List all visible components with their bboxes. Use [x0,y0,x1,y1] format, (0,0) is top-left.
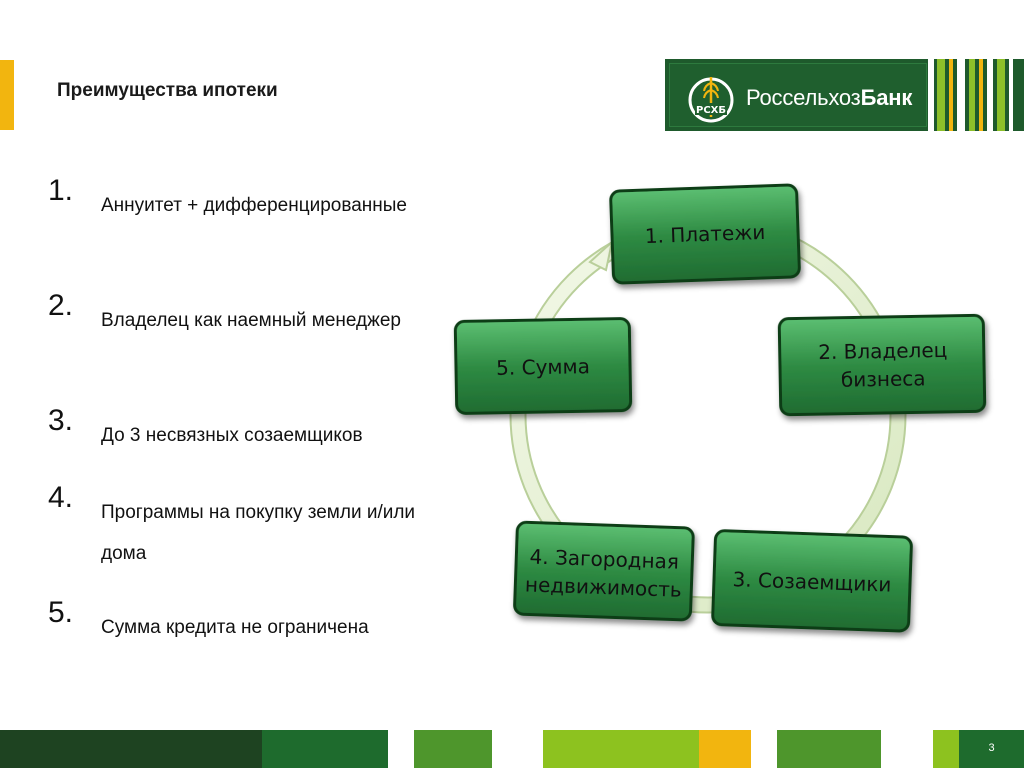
logo-stripe [969,59,975,131]
list-number: 2. [48,289,74,322]
list-text: Программы на покупку земли и/или дома [101,502,416,564]
footer-segment [543,730,699,768]
logo-panel: РСХБ РоссельхозБанк [669,63,927,127]
footer-segment [881,730,933,768]
list-text: Владелец как наемный менеджер [101,310,401,331]
logo-stripe [937,59,945,131]
slide-title: Преимущества ипотеки [57,80,278,101]
list-number: 5. [48,596,74,629]
footer-segment [777,730,881,768]
logo-stripe [979,59,983,131]
footer-segment [492,730,543,768]
wheat-emblem-icon: РСХБ [688,77,734,123]
logo-stripe [928,59,934,131]
footer-segment [414,730,492,768]
node-label: бизнеса [841,366,926,391]
cycle-arrowhead [588,239,614,272]
cycle-node-payments: 1. Платежи [609,183,801,285]
footer-segment [933,730,959,768]
list-text: До 3 несвязных созаемщиков [101,425,363,446]
bank-name-regular: Россельхоз [746,85,861,110]
footer-segment [699,730,751,768]
page-number: 3 [988,742,995,754]
cycle-node-business-owner: 2. Владелец бизнеса [777,313,987,417]
cycle-node-co-borrowers: 3. Созаемщики [711,529,913,633]
footer-segment [388,730,414,768]
bank-logo: РСХБ РоссельхозБанк [665,59,1024,131]
cycle-node-amount: 5. Сумма [453,317,633,415]
bank-name-bold: Банк [860,85,913,110]
node-label: 3. Созаемщики [732,567,892,597]
accent-bar [0,60,14,130]
cycle-node-country-property: 4. Загородная недвижимость [513,520,695,622]
list-number: 1. [48,174,74,207]
logo-stripe [949,59,953,131]
logo-stripe [957,59,965,131]
bank-name: РоссельхозБанк [746,85,912,111]
footer-segment [262,730,388,768]
logo-stripe [987,59,993,131]
node-label: 4. Загородная [529,544,679,573]
node-label: недвижимость [525,572,683,601]
logo-stripe [997,59,1005,131]
logo-stripe [1009,59,1013,131]
footer-page-box: 3 [959,730,1024,768]
cycle-diagram: 1. Платежи 2. Владелец бизнеса 3. Созаем… [453,183,987,633]
node-label: 2. Владелец [818,338,947,364]
node-label: 5. Сумма [496,354,590,380]
footer-segment [751,730,777,768]
list-text: Сумма кредита не ограничена [101,617,369,638]
list-text: Аннуитет + дифференцированные [101,195,407,216]
footer-bar: 3 [0,730,1024,768]
footer-segment [0,730,262,768]
emblem-letters: РСХБ [696,105,726,116]
node-label: 1. Платежи [644,220,765,248]
list-number: 3. [48,404,74,437]
list-number: 4. [48,481,74,514]
